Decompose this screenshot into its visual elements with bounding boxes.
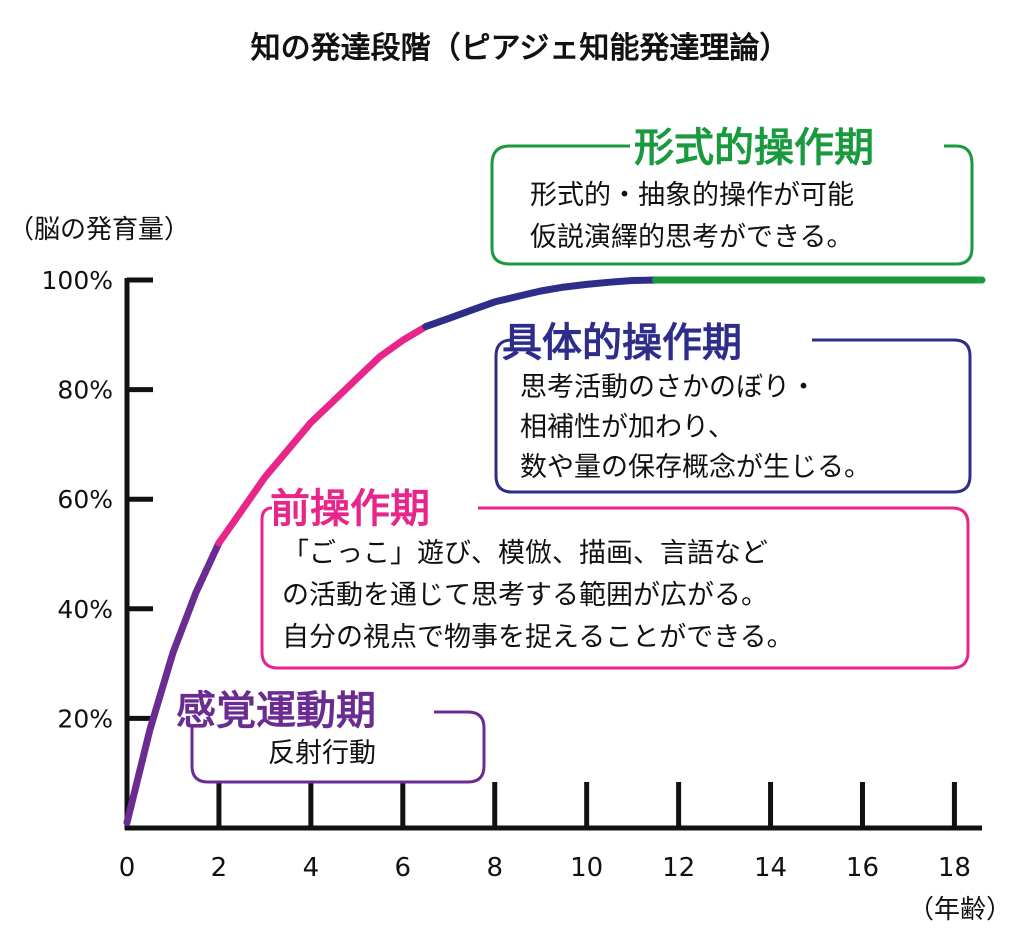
stage-concrete-box [494,338,972,494]
y-tick-label: 40% [57,595,113,624]
y-tick-label: 60% [57,485,113,514]
stage-concrete-title: 具体的操作期 [502,320,742,366]
stage-preoperational-title: 前操作期 [270,486,430,532]
stage-formal-desc-1: 形式的・抽象的操作が可能 [530,180,854,211]
curve-segment-preoperational [215,323,430,547]
x-ticks: 0 2 4 6 8 10 12 14 16 18 [119,782,971,883]
x-tick-label: 4 [303,853,320,883]
x-tick-label: 0 [119,853,136,883]
x-tick-label: 12 [662,853,695,883]
y-axis-label: （脳の発育量） [8,215,190,245]
x-tick-label: 18 [938,853,971,883]
stage-sensorimotor-desc-1: 反射行動 [268,738,376,769]
stage-preoperational: 前操作期 「ごっこ」遊び、模倣、描画、言語など の活動を通じて思考する範囲が広が… [260,486,970,670]
y-tick-label: 20% [57,704,113,733]
x-tick-label: 6 [395,853,412,883]
stage-concrete-desc-3: 数や量の保存概念が生じる。 [520,452,871,483]
stage-preoperational-desc-3: 自分の視点で物事を捉えることができる。 [282,622,794,653]
stage-concrete-desc-1: 思考活動のさかのぼり・ [520,372,817,403]
y-ticks: 20% 40% 60% 80% 100% [42,266,153,733]
stage-preoperational-box [260,506,970,670]
stage-sensorimotor: 感覚運動期 反射行動 [176,688,486,784]
stage-concrete-desc-2: 相補性が加わり、 [520,412,735,443]
axes [124,278,982,831]
growth-curve [123,276,986,826]
stage-sensorimotor-title: 感覚運動期 [176,688,376,734]
stage-concrete: 具体的操作期 思考活動のさかのぼり・ 相補性が加わり、 数や量の保存概念が生じる… [494,320,972,494]
x-tick-label: 8 [486,853,503,883]
y-tick-label: 80% [57,376,113,405]
stage-sensorimotor-box [190,710,486,784]
stage-preoperational-desc-2: の活動を通じて思考する範囲が広がる。 [282,580,768,611]
x-tick-label: 16 [846,853,879,883]
x-tick-label: 10 [570,853,603,883]
stage-formal-title: 形式的操作期 [634,125,874,171]
curve-segment-concrete [422,276,660,331]
chart-title: 知の発達段階（ピアジェ知能発達理論） [251,31,790,66]
x-axis-label: （年齢） [908,895,1012,925]
stage-formal: 形式的操作期 形式的・抽象的操作が可能 仮説演繹的思考ができる。 [490,125,974,266]
x-tick-label: 2 [211,853,228,883]
curve-segment-sensorimotor [123,539,223,826]
stage-formal-desc-2: 仮説演繹的思考ができる。 [530,222,853,253]
stage-formal-box [490,144,974,266]
stage-preoperational-desc-1: 「ごっこ」遊び、模倣、描画、言語など [282,538,768,569]
y-tick-label: 100% [42,266,113,295]
x-tick-label: 14 [754,853,787,883]
